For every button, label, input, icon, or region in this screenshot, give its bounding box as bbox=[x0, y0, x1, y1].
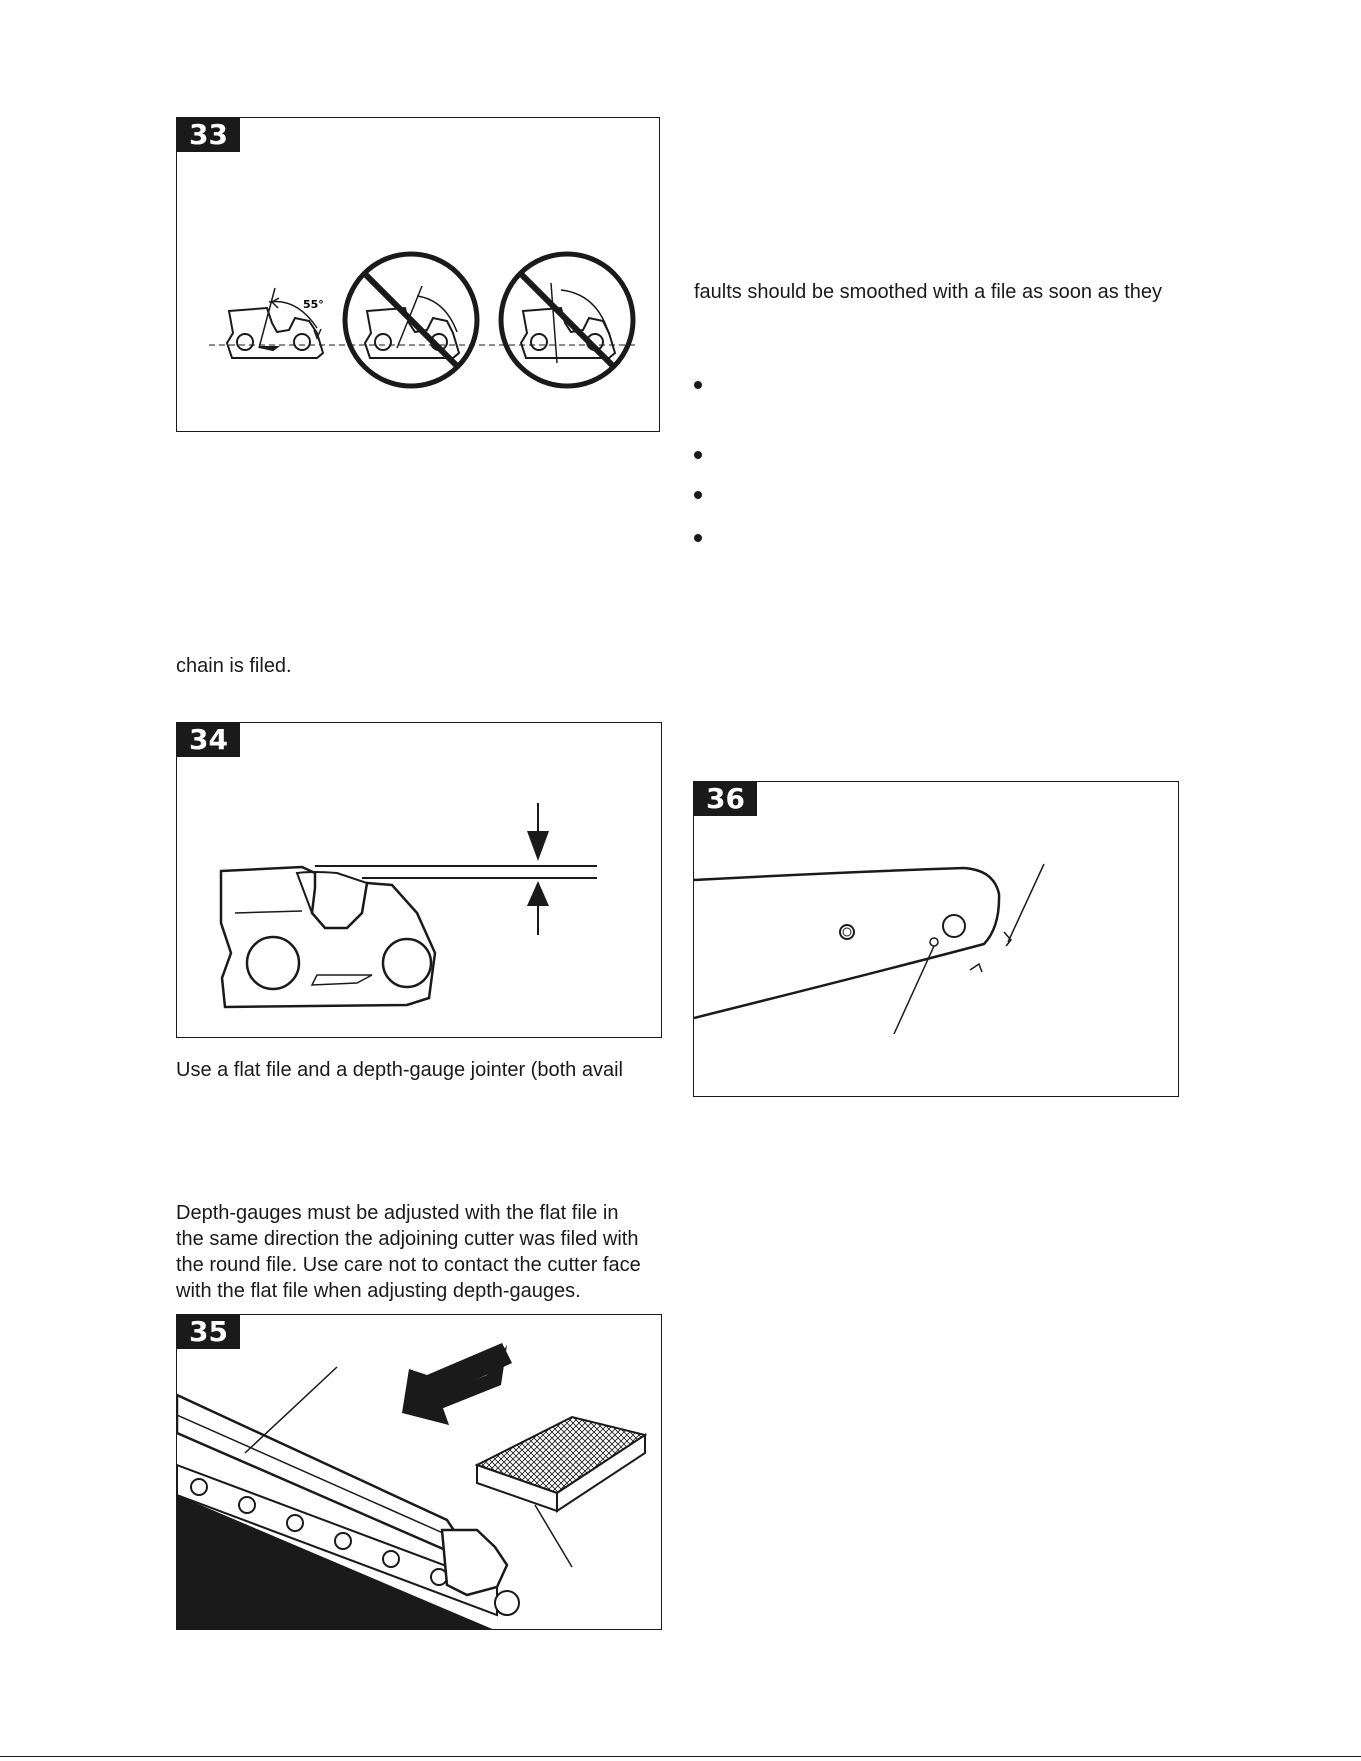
faults-text: faults should be smoothed with a file as… bbox=[694, 281, 1163, 303]
figure-number: 34 bbox=[177, 723, 240, 757]
figure-36: 36 bbox=[693, 781, 1179, 1097]
flat-file-text: Use a flat file and a depth-gauge jointe… bbox=[176, 1059, 623, 1081]
figure-33: 33 55° bbox=[176, 117, 660, 432]
chain-filed-text: chain is filed. bbox=[176, 655, 292, 677]
paragraph-line: the same direction the adjoining cutter … bbox=[176, 1228, 639, 1250]
arrow-down-icon bbox=[527, 803, 549, 861]
cutter-angle-illustration: 55° bbox=[209, 251, 637, 389]
figure-number: 36 bbox=[694, 782, 757, 816]
bullet bbox=[694, 451, 702, 459]
depth-gauge-jointer-illustration bbox=[177, 1343, 648, 1629]
bullet bbox=[694, 534, 702, 542]
figure-34: 34 bbox=[176, 722, 662, 1038]
figure-35: 35 bbox=[176, 1314, 662, 1630]
bullet bbox=[694, 381, 702, 389]
correct-cutter-icon bbox=[225, 287, 325, 359]
paragraph-line: the round file. Use care not to contact … bbox=[176, 1254, 641, 1276]
angle-label: 55° bbox=[303, 298, 324, 311]
incorrect-cutter-icon-1 bbox=[342, 251, 480, 389]
paragraph-line: Depth-gauges must be adjusted with the f… bbox=[176, 1202, 619, 1224]
depth-gauge-illustration bbox=[219, 803, 597, 1009]
figure-number: 33 bbox=[177, 118, 240, 152]
incorrect-cutter-icon-2 bbox=[498, 251, 636, 389]
arrow-up-icon bbox=[527, 881, 549, 935]
paragraph-line: with the flat file when adjusting depth-… bbox=[176, 1280, 581, 1302]
guide-bar-illustration bbox=[694, 863, 1045, 1035]
figure-number: 35 bbox=[177, 1315, 240, 1349]
page-bottom-rule bbox=[0, 1756, 1361, 1757]
bullet bbox=[694, 491, 702, 499]
